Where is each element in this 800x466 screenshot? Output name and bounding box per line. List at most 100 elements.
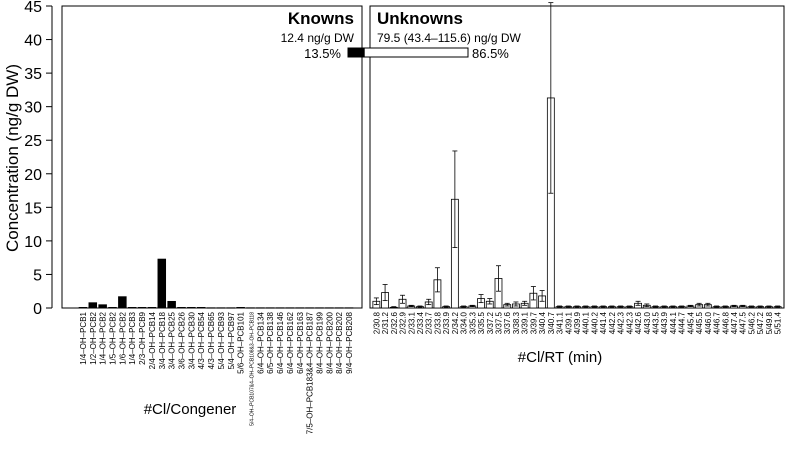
knowns-x-tick-label: 6/4–OH–PCB162 — [286, 311, 295, 373]
unknowns-proportion-segment — [363, 47, 469, 58]
unknowns-x-tick-label: 3/37.2 — [486, 311, 495, 334]
unknowns-x-tick-label: 2/33.8 — [433, 311, 442, 334]
knowns-bar — [147, 307, 157, 309]
knowns-x-tick-label: 1/5–OH–PCB2 — [109, 311, 118, 364]
knowns-bar — [305, 307, 314, 309]
knowns-bar — [275, 307, 285, 309]
knowns-bar — [196, 307, 206, 309]
y-tick-label: 30 — [24, 100, 42, 117]
unknowns-x-tick-label: 4/42.6 — [634, 311, 643, 334]
knowns-x-tick-label: 6/4–OH–PCB134 — [256, 311, 265, 373]
knowns-bar — [334, 307, 344, 309]
y-tick-label: 20 — [24, 167, 42, 184]
knowns-proportion-segment — [347, 47, 365, 58]
knowns-bar — [246, 307, 255, 309]
unknowns-x-tick-label: 5/51.4 — [774, 311, 783, 334]
unknowns-x-tick-label: 3/41.1 — [556, 311, 565, 334]
unknowns-x-tick-label: 4/44.1 — [669, 311, 678, 334]
unknowns-percent-label: 86.5% — [472, 46, 509, 61]
unknowns-x-tick-label: 5/49.8 — [765, 311, 774, 334]
unknowns-x-tick-label: 4/45.4 — [686, 311, 695, 334]
unknowns-x-tick-label: 3/37.5 — [494, 311, 503, 334]
knowns-bar — [137, 307, 147, 309]
knowns-x-tick-label: 1/2–OH–PCB2 — [89, 311, 98, 364]
knowns-x-tick-label: 1/4–OH–PCB1 — [79, 311, 88, 364]
unknowns-x-tick-label: 4/42.3 — [625, 311, 634, 334]
unknowns-x-tick-label: 5/46.2 — [747, 311, 756, 334]
knowns-x-tick-label: 5/4–OH–PCB97 — [227, 311, 236, 369]
unknowns-x-tick-label: 3/35.5 — [477, 311, 486, 334]
knowns-x-tick-label: 4/3–OH–PCB54 — [197, 311, 206, 369]
knowns-bar — [295, 307, 305, 309]
knowns-x-tick-label: 8/4–OH–PCB202 — [335, 311, 344, 373]
knowns-x-axis-label: #Cl/Congener — [144, 401, 237, 418]
unknowns-x-tick-label: 3/39.7 — [529, 311, 538, 334]
knowns-x-tick-label: 3/6–OH–PCB26 — [178, 311, 187, 369]
knowns-x-tick-label: 7/5–OH–PCB183&4–OH–PCB187 — [306, 311, 315, 434]
unknowns-x-tick-label: 4/42.3 — [617, 311, 626, 334]
knowns-x-tick-label: 6/4–OH–PCB163 — [296, 311, 305, 373]
knowns-x-tick-label: 1/4–OH–PCB3 — [128, 311, 137, 364]
proportion-bar — [347, 47, 469, 58]
knowns-percent-label: 13.5% — [304, 46, 341, 61]
knowns-bar — [98, 304, 107, 309]
knowns-x-tick-label: 3/4–OH–PCB25 — [168, 311, 177, 369]
unknowns-x-tick-label: 4/40.2 — [590, 311, 599, 334]
y-tick-label: 45 — [24, 0, 42, 16]
unknowns-x-tick-label: 4/43.0 — [643, 311, 652, 334]
unknowns-x-tick-label: 4/45.5 — [695, 311, 704, 334]
unknowns-x-tick-label: 3/39.1 — [521, 311, 530, 334]
unknowns-x-tick-label: 3/37.6 — [503, 311, 512, 334]
unknowns-x-tick-label: 4/39.9 — [573, 311, 582, 334]
y-tick-label: 5 — [33, 267, 42, 284]
knowns-x-tick-label: 3/4–OH–PCB18 — [158, 311, 167, 369]
knowns-x-tick-label: 3/4–OH–PCB30 — [187, 311, 196, 369]
unknowns-x-tick-label: 3/35.3 — [468, 311, 477, 334]
unknowns-x-tick-label: 4/41.4 — [599, 311, 608, 334]
knowns-x-tick-label: 2/4–OH–PCB14 — [148, 311, 157, 369]
knowns-bar — [167, 300, 176, 309]
unknowns-x-tick-label: 2/34.2 — [451, 311, 460, 334]
y-tick-label: 0 — [33, 301, 42, 318]
knowns-bar — [256, 307, 265, 309]
knowns-bar — [78, 307, 88, 309]
unknowns-x-tick-label: 2/33.4 — [416, 311, 425, 334]
knowns-bar — [88, 302, 98, 309]
y-tick-label: 35 — [24, 66, 42, 83]
unknowns-x-tick-label: 2/30.8 — [372, 311, 381, 334]
knowns-x-tick-label: 6/4–OH–PCB146 — [276, 311, 285, 373]
knowns-x-tick-label: 5/4–OH–PCB107&4–OH–PCB108&3–OH–PCB118 — [250, 312, 256, 426]
knowns-bar — [108, 307, 117, 309]
knowns-bar — [206, 307, 216, 309]
knowns-x-tick-label: 1/6–OH–PCB2 — [118, 311, 127, 364]
unknowns-total-label: 79.5 (43.4–115.6) ng/g DW — [377, 31, 522, 45]
unknowns-x-tick-label: 2/33.1 — [407, 311, 416, 334]
unknowns-x-tick-label: 5/47.2 — [756, 311, 765, 334]
knowns-bar — [285, 307, 295, 309]
unknowns-x-tick-label: 4/47.4 — [730, 311, 739, 334]
y-tick-label: 10 — [24, 234, 42, 251]
knowns-bar — [127, 307, 137, 309]
unknowns-x-tick-label: 3/34.0 — [460, 311, 469, 334]
knowns-x-tick-label: 1/4–OH–PCB2 — [99, 311, 108, 364]
unknowns-x-tick-label: 2/33.9 — [442, 311, 451, 334]
unknowns-x-tick-label: 2/31.2 — [381, 311, 390, 334]
unknowns-x-tick-label: 4/40.1 — [582, 311, 591, 334]
unknowns-x-tick-label: 4/39.1 — [564, 311, 573, 334]
knowns-bar — [157, 258, 167, 309]
knowns-x-tick-label: 6/5–OH–PCB138 — [266, 311, 275, 373]
unknowns-x-tick-label: 4/46.8 — [721, 311, 730, 334]
knowns-bar — [315, 307, 324, 309]
unknowns-x-tick-label: 2/33.7 — [425, 311, 434, 334]
unknowns-x-tick-label: 4/43.9 — [660, 311, 669, 334]
knowns-bar — [216, 307, 226, 309]
unknowns-x-tick-label: 4/42.2 — [608, 311, 617, 334]
unknowns-x-tick-label: 2/32.9 — [399, 311, 408, 334]
unknowns-x-tick-label: 4/43.5 — [652, 311, 661, 334]
knowns-total-label: 12.4 ng/g DW — [281, 31, 355, 45]
y-tick-label: 15 — [24, 200, 42, 217]
knowns-x-tick-label: 4/3–OH–PCB65 — [207, 311, 216, 369]
knowns-bar — [325, 307, 334, 309]
